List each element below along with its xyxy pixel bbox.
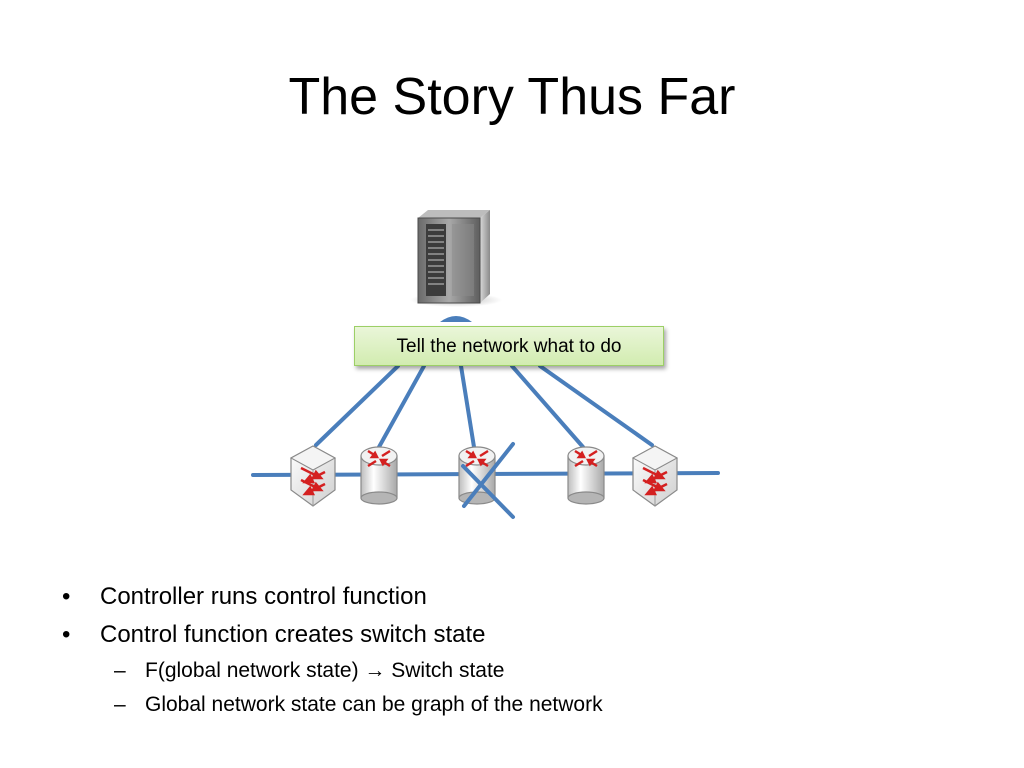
sub-bullet-marker: – — [114, 693, 126, 716]
sub-bullet-item: – F(global network state) → Switch state — [62, 654, 992, 688]
sub-bullet-text: Global network state can be graph of the… — [145, 693, 603, 716]
link-controller-router-right — [510, 364, 585, 449]
server-icon — [410, 210, 502, 307]
callout-box: Tell the network what to do — [354, 326, 664, 366]
bullet-text: Controller runs control function — [100, 583, 427, 610]
failure-cross-mark — [461, 442, 515, 519]
bullet-list: • Controller runs control function • Con… — [62, 578, 992, 722]
sub-bullet-text: F(global network state) → Switch state — [145, 659, 505, 682]
bullet-text: Control function creates switch state — [100, 621, 486, 648]
bullet-item: • Control function creates switch state — [62, 616, 992, 654]
link-controller-router-left — [377, 364, 426, 449]
sub-bullet-item: – Global network state can be graph of t… — [62, 688, 992, 722]
switch-icon-right — [631, 445, 679, 507]
link-controller-switch-left — [314, 364, 400, 447]
controller-connector — [440, 316, 472, 322]
bullet-marker: • — [62, 621, 71, 648]
bullet-item: • Controller runs control function — [62, 578, 992, 616]
link-controller-router-center — [459, 364, 476, 449]
bullet-marker: • — [62, 583, 71, 610]
link-controller-switch-right — [538, 364, 654, 447]
sub-bullet-marker: – — [114, 659, 126, 682]
router-icon-right — [567, 446, 605, 505]
switch-icon-left — [289, 445, 337, 507]
router-icon-left — [360, 446, 398, 505]
slide-title: The Story Thus Far — [288, 68, 736, 126]
